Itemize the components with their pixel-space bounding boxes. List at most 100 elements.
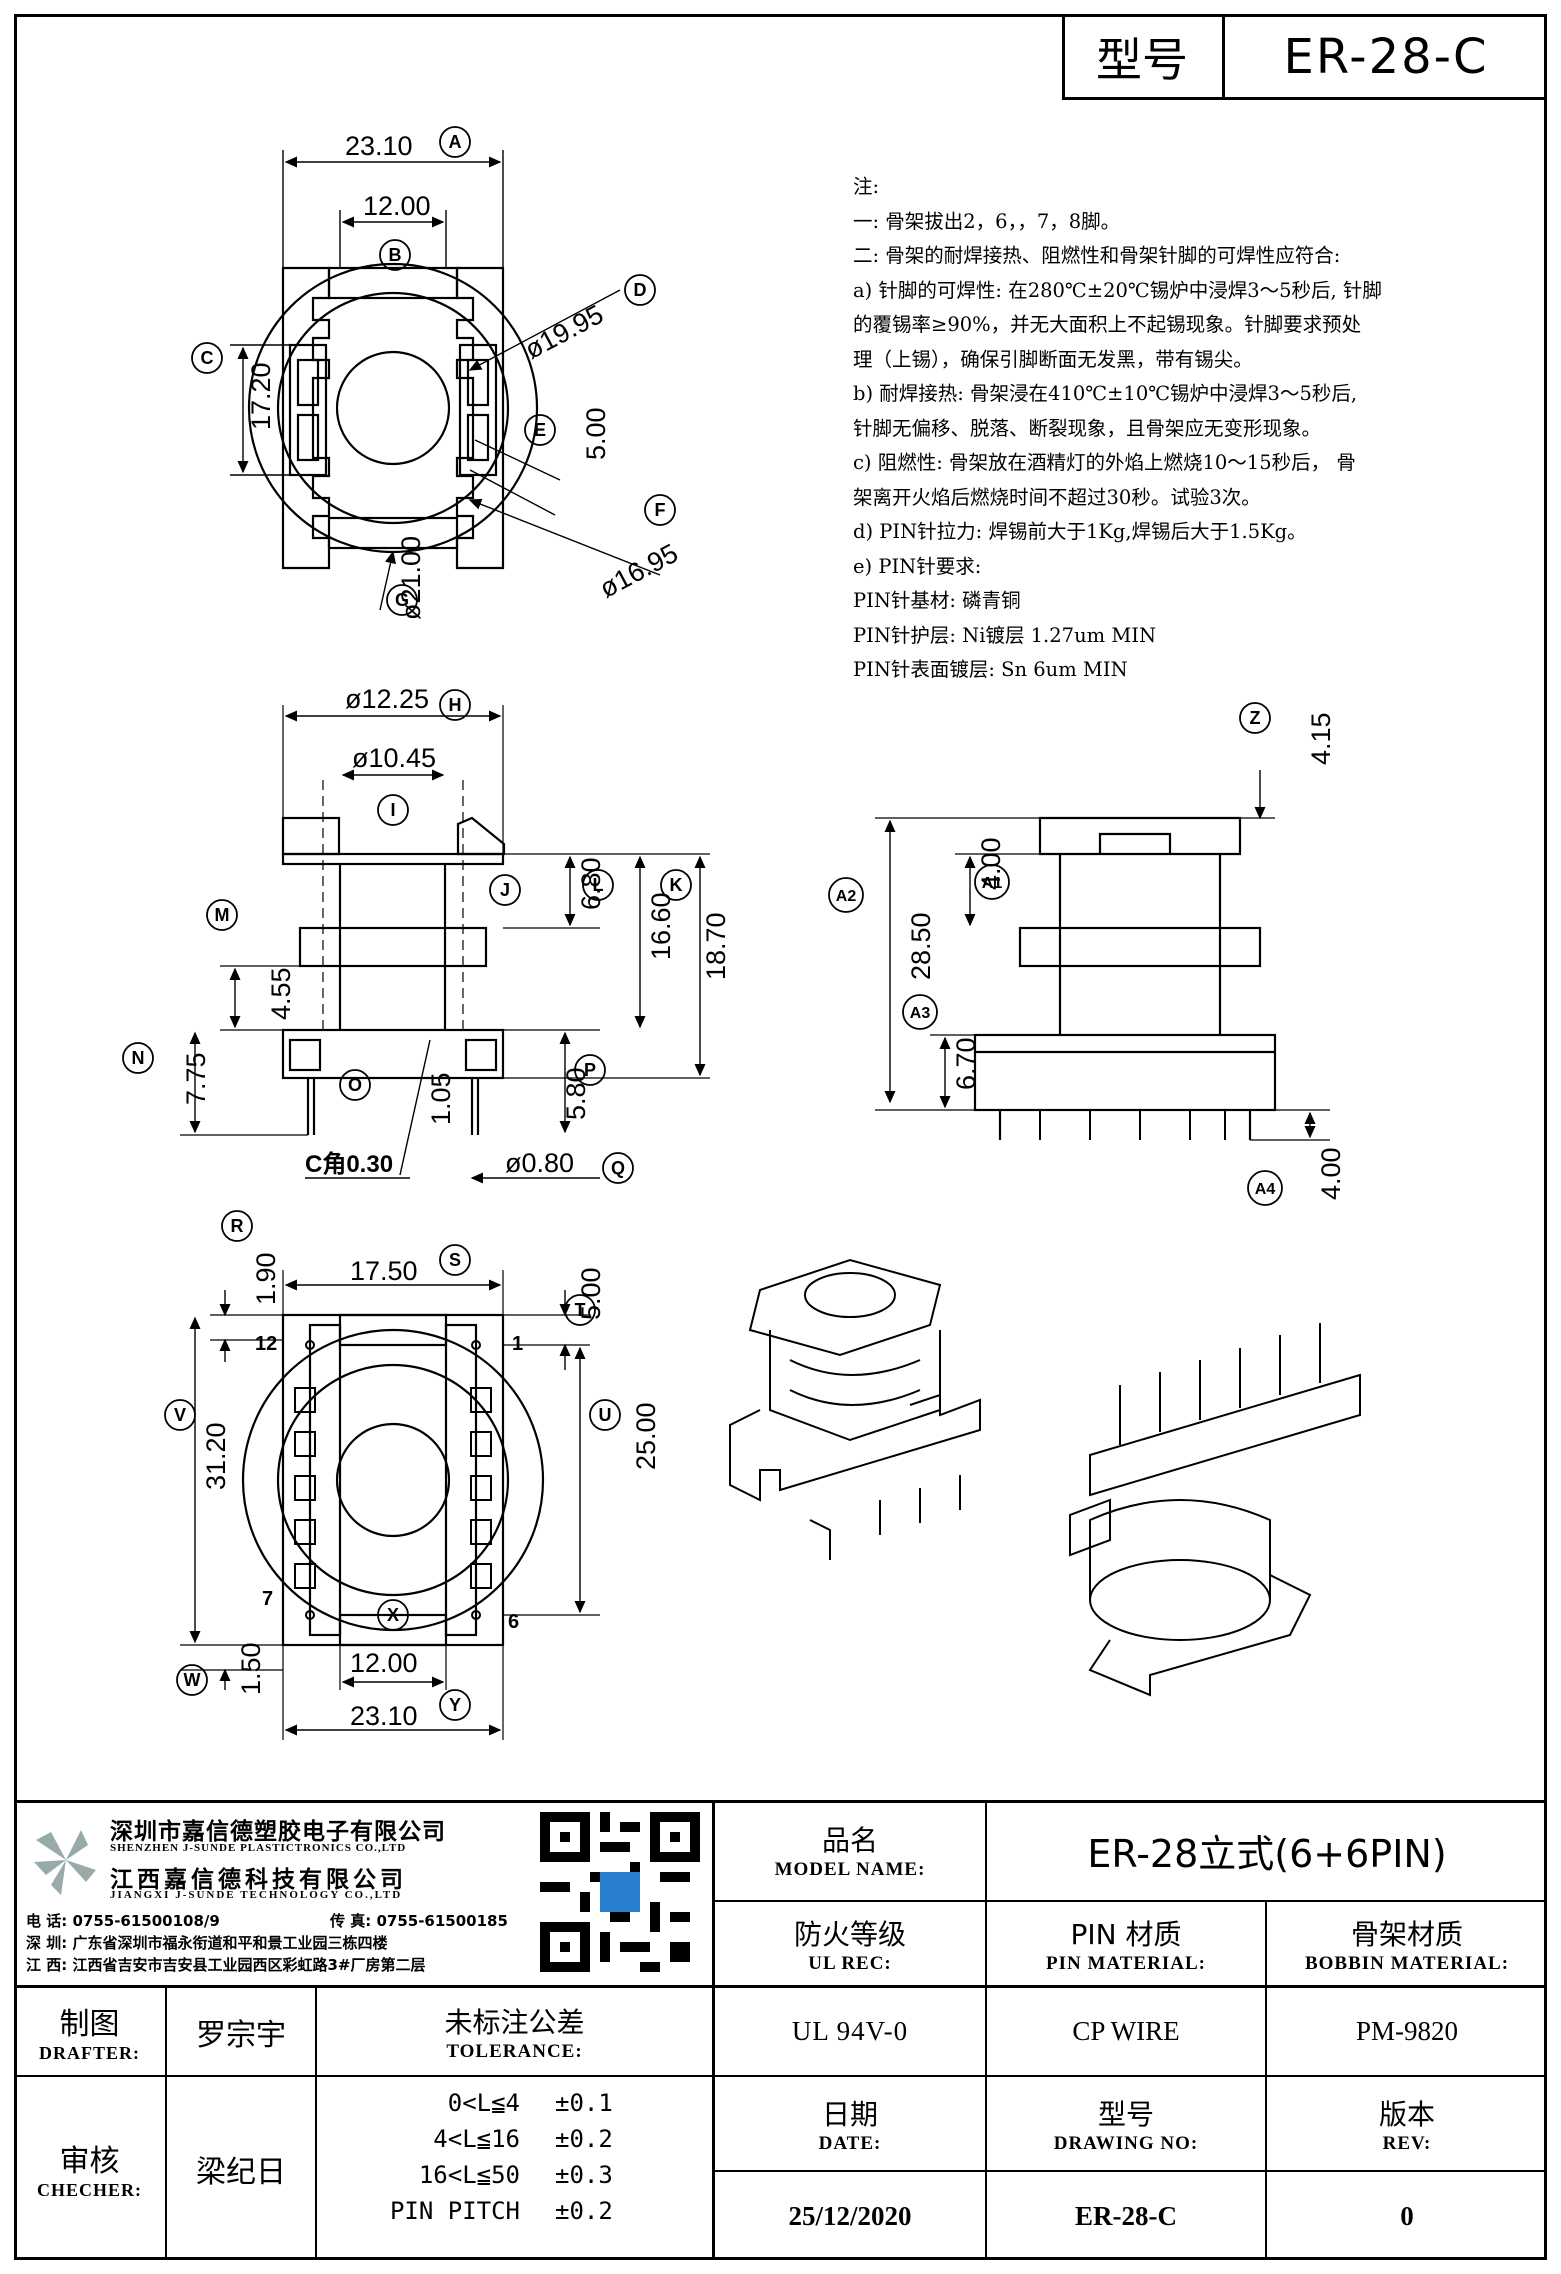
svg-text:31.20: 31.20	[201, 1422, 231, 1490]
svg-text:17.20: 17.20	[246, 362, 276, 430]
svg-text:17.50: 17.50	[350, 1256, 418, 1286]
svg-text:P: P	[584, 1060, 596, 1080]
svg-text:1.50: 1.50	[236, 1642, 266, 1695]
note-line: d) PIN针拉力: 焊锡前大于1Kg,焊锡后大于1.5Kg。	[853, 520, 1307, 543]
svg-text:4.55: 4.55	[266, 967, 296, 1020]
model-name-cn: 品名	[821, 1824, 878, 1857]
svg-text:ø21.00: ø21.00	[396, 536, 426, 620]
svg-text:A3: A3	[910, 1005, 931, 1022]
svg-text:6.70: 6.70	[951, 1037, 981, 1090]
model-name-value: ER-28立式(6+6PIN)	[1087, 1831, 1447, 1876]
svg-text:X: X	[387, 1605, 399, 1625]
svg-text:T: T	[575, 1300, 586, 1320]
svg-text:ø16.95: ø16.95	[595, 538, 683, 604]
note-line: PIN针护层: Ni镀层 1.27um MIN	[853, 623, 1157, 647]
note-line: 一: 骨架拔出2，6，，7，8脚。	[853, 209, 1121, 233]
tolerance-row: 16<L≦50 ±0.3	[418, 2161, 613, 2189]
rev-header: 版本 REV:	[1378, 2097, 1435, 2154]
note-line: 的覆锡率≥90%，并无大面积上不起锡现象。针脚要求预处	[853, 313, 1362, 336]
note-line: 架离开火焰后燃烧时间不超过30秒。试验3次。	[853, 485, 1261, 509]
company-phone: 电 话: 0755-61500108/9	[26, 1912, 220, 1930]
drafter-value: 罗宗宇	[196, 2017, 286, 2053]
model-name-en: MODEL NAME:	[774, 1859, 926, 1880]
svg-text:7.75: 7.75	[181, 1052, 211, 1105]
svg-text:A2: A2	[836, 888, 857, 905]
svg-text:C: C	[201, 348, 214, 368]
svg-text:A: A	[449, 132, 462, 152]
svg-text:4.15: 4.15	[1306, 712, 1336, 765]
note-line: 理（上锡），确保引脚断面无发黑，带有锡尖。	[853, 347, 1253, 371]
svg-text:1.05: 1.05	[426, 1072, 456, 1125]
drawing-no-value: ER-28-C	[1075, 2200, 1177, 2231]
pin-material-header: PIN 材质 PIN MATERIAL:	[1046, 1917, 1206, 1974]
top-view	[191, 126, 676, 616]
company-name-jx-en: JIANGXI J-SUNDE TECHNOLOGY CO.,LTD	[110, 1889, 403, 1901]
svg-text:6.80: 6.80	[576, 857, 606, 910]
qr-code	[540, 1812, 700, 1972]
side-view	[122, 689, 710, 1184]
tolerance-row: 4<L≦16 ±0.2	[433, 2125, 613, 2153]
pin-material-value: CP WIRE	[1072, 2016, 1180, 2046]
svg-text:5.00: 5.00	[576, 1267, 606, 1320]
svg-text:23.10: 23.10	[350, 1701, 418, 1731]
svg-text:18.70: 18.70	[701, 912, 731, 980]
svg-text:ø12.25: ø12.25	[345, 684, 429, 714]
svg-text:1: 1	[512, 1333, 523, 1355]
date-header: 日期 DATE:	[818, 2097, 882, 2154]
svg-text:C角0.30: C角0.30	[305, 1150, 393, 1178]
svg-text:U: U	[599, 1405, 612, 1425]
right-view	[828, 702, 1330, 1206]
svg-text:ø10.45: ø10.45	[352, 743, 436, 773]
header-model-box	[1062, 14, 1547, 100]
company-fax: 传 真: 0755-61500185	[330, 1912, 508, 1930]
svg-text:D: D	[634, 280, 647, 300]
tolerance-row: PIN PITCH ±0.2	[389, 2197, 613, 2225]
svg-text:G: G	[395, 590, 409, 610]
checker-header: 审核 CHECHER:	[36, 2144, 142, 2200]
svg-text:L: L	[593, 875, 604, 895]
date-value: 25/12/2020	[788, 2200, 912, 2231]
note-line: 注:	[853, 175, 880, 198]
svg-text:M: M	[215, 905, 230, 925]
svg-text:ø0.80: ø0.80	[505, 1148, 574, 1178]
svg-text:6: 6	[508, 1611, 519, 1633]
svg-text:A1: A1	[982, 875, 1003, 892]
svg-text:28.50: 28.50	[906, 912, 936, 980]
header-model-value: ER-28-C	[1283, 29, 1489, 85]
company-address-jx: 江 西: 江西省吉安市吉安县工业园西区彩虹路3#厂房第二层	[26, 1956, 426, 1974]
bobbin-material-value: PM-9820	[1355, 2016, 1458, 2046]
svg-text:H: H	[449, 695, 462, 715]
svg-text:S: S	[449, 1250, 461, 1270]
company-logo	[26, 1820, 106, 1900]
company-name-jx: 江西嘉信德科技有限公司	[110, 1867, 407, 1893]
svg-text:R: R	[231, 1216, 244, 1236]
svg-text:N: N	[132, 1048, 145, 1068]
svg-text:12.00: 12.00	[350, 1648, 418, 1678]
svg-text:O: O	[348, 1075, 362, 1095]
svg-text:Q: Q	[611, 1158, 625, 1178]
drawing-no-header: 型号 DRAWING NO:	[1053, 2097, 1199, 2154]
svg-text:25.00: 25.00	[631, 1402, 661, 1470]
svg-text:V: V	[174, 1405, 186, 1425]
ul-header: 防火等级 UL REC:	[793, 1917, 906, 1974]
header-model-label: 型号	[1096, 33, 1188, 87]
svg-text:I: I	[390, 800, 395, 820]
drawing-border	[14, 14, 1547, 2260]
svg-text:12: 12	[255, 1333, 277, 1355]
note-line: PIN针表面镀层: Sn 6um MIN	[853, 658, 1128, 681]
tolerance-row: 0<L≦4 ±0.1	[447, 2089, 613, 2117]
svg-text:12.00: 12.00	[363, 191, 431, 221]
svg-text:23.10: 23.10	[345, 131, 413, 161]
ul-value: UL 94V-0	[791, 2016, 909, 2046]
note-line: 针脚无偏移、脱落、断裂现象，且骨架应无变形现象。	[853, 416, 1322, 440]
company-name-sz-en: SHENZHEN J-SUNDE PLASTICTRONICS CO.,LTD	[110, 1842, 407, 1854]
note-line: e) PIN针要求:	[853, 554, 982, 578]
checker-value: 梁纪日	[196, 2154, 286, 2190]
svg-text:16.60: 16.60	[646, 892, 676, 960]
drafter-header: 制图 DRAFTER:	[39, 2007, 140, 2063]
note-line: 二: 骨架的耐焊接热、阻燃性和骨架针脚的可焊性应符合:	[853, 244, 1341, 267]
svg-text:F: F	[655, 500, 666, 520]
svg-text:Y: Y	[449, 1695, 461, 1715]
note-line: b) 耐焊接热: 骨架浸在410℃±10℃锡炉中浸焊3～5秒后,	[853, 382, 1358, 405]
svg-text:1.90: 1.90	[251, 1252, 281, 1305]
